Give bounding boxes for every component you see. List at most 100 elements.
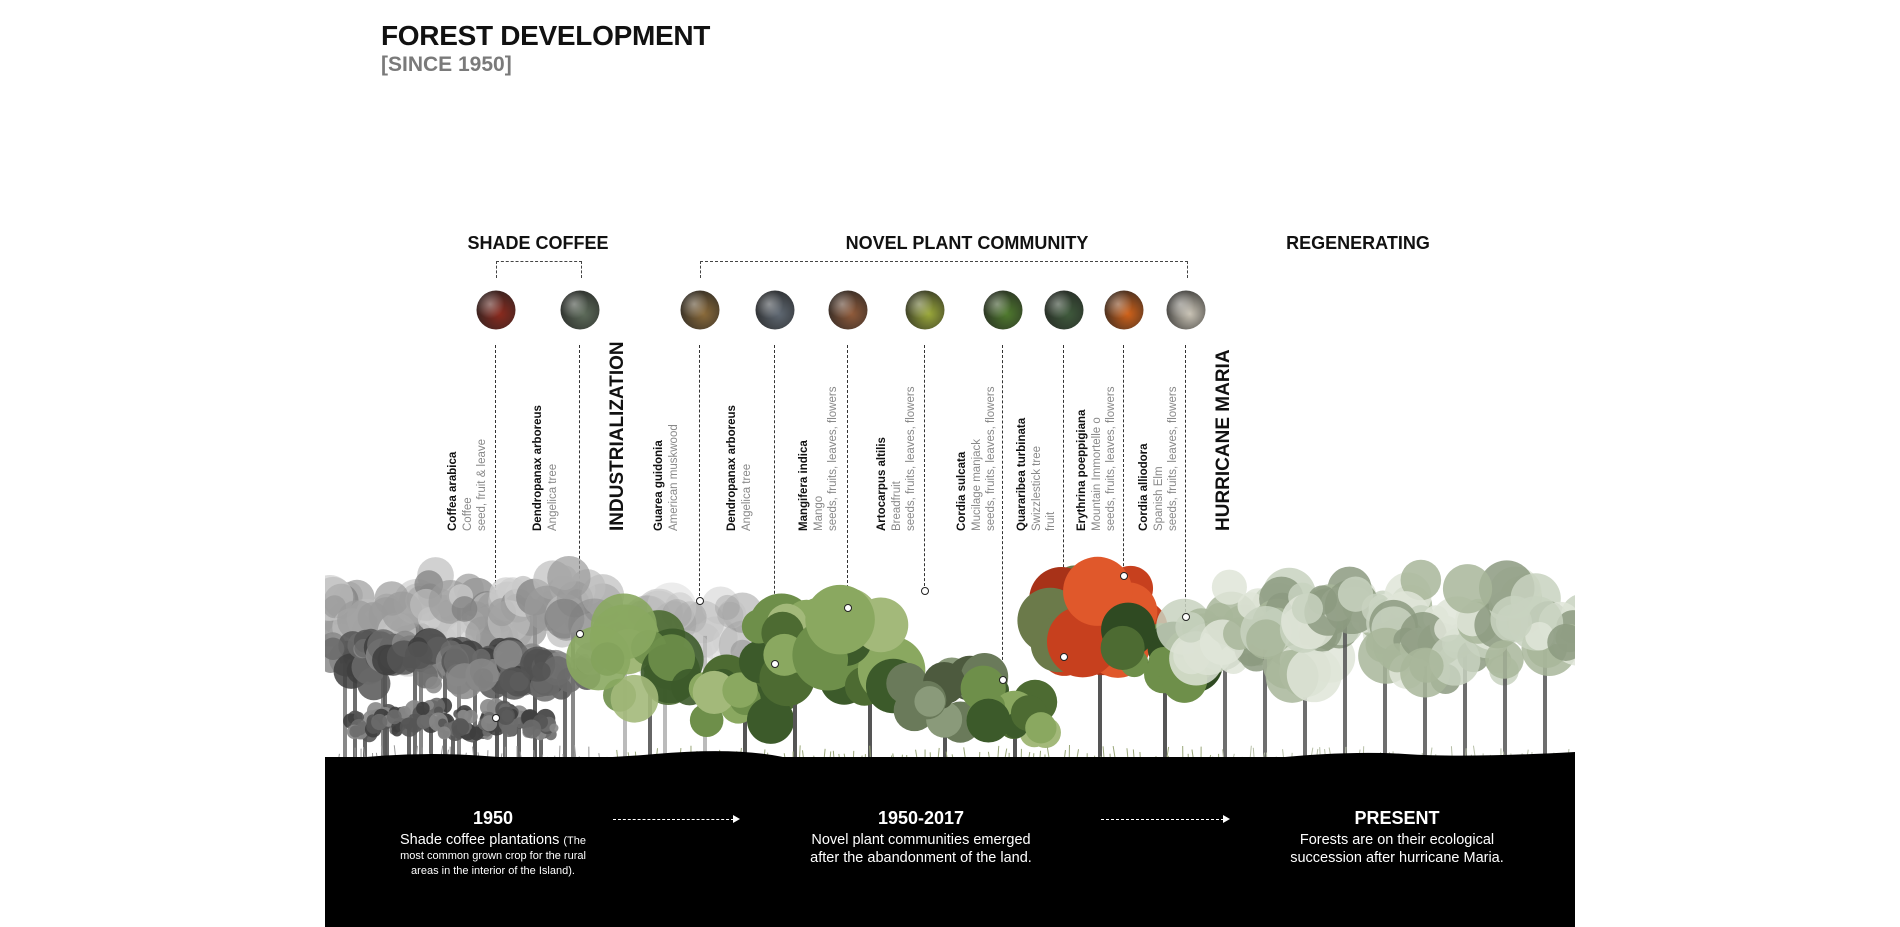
leader-line bbox=[1002, 345, 1004, 680]
leader-line bbox=[1185, 345, 1187, 617]
leader-line bbox=[924, 345, 926, 591]
timeline-arrow bbox=[1101, 815, 1230, 823]
novel-community-bracket bbox=[700, 261, 1188, 278]
species-name: Guarea guidonia bbox=[653, 440, 665, 531]
ground-profile bbox=[325, 751, 1575, 770]
species-photo-icon bbox=[680, 290, 720, 330]
species-use: seeds, fruits, leaves, flowers bbox=[1105, 386, 1117, 531]
group-heading-shade-coffee: SHADE COFFEE bbox=[467, 233, 609, 253]
leader-endpoint bbox=[1182, 613, 1190, 621]
ground-band bbox=[325, 757, 1575, 927]
page-title: FOREST DEVELOPMENT bbox=[381, 20, 711, 51]
period-note-a: (The bbox=[563, 835, 587, 847]
leader-endpoint bbox=[771, 660, 779, 668]
species-photo-icon bbox=[905, 290, 945, 330]
timeline-arrow bbox=[613, 815, 740, 823]
species-photo-icon bbox=[1044, 290, 1084, 330]
leader-line bbox=[495, 345, 497, 718]
leader-line bbox=[699, 345, 701, 601]
leader-line bbox=[847, 345, 849, 608]
species-photo-icon bbox=[1104, 290, 1144, 330]
leader-endpoint bbox=[696, 597, 704, 605]
species-photo-icon bbox=[1166, 290, 1206, 330]
leader-endpoint bbox=[576, 630, 584, 638]
period-desc-a: Novel plant communities emerged bbox=[811, 832, 1031, 848]
species-common: Swizzlestick tree bbox=[1030, 446, 1043, 531]
leader-line bbox=[1123, 345, 1125, 576]
guarea-tree bbox=[566, 593, 708, 770]
forest-illustration bbox=[325, 555, 1575, 771]
species-common: American muskwood bbox=[667, 424, 680, 531]
species-use: seeds, fruits, leaves, flowers bbox=[905, 386, 917, 531]
species-photo-icon bbox=[983, 290, 1023, 330]
period-desc-a: Forests are on their ecological bbox=[1299, 832, 1495, 848]
regenerating-tree bbox=[1485, 595, 1575, 770]
species-photo-icon bbox=[828, 290, 868, 330]
species-name: Mangifera indica bbox=[798, 440, 810, 531]
event-industrialization: INDUSTRIALIZATION bbox=[607, 341, 628, 531]
species-use: seeds, fruits, leaves, flowers bbox=[1167, 386, 1179, 531]
group-heading-novel-plant-community: NOVEL PLANT COMMUNITY bbox=[845, 233, 1089, 253]
species-use: seeds, fruits, leaves, flowers bbox=[985, 386, 997, 531]
leader-line bbox=[579, 345, 581, 634]
species-common: Breadfruit bbox=[890, 481, 903, 531]
period-1950: 1950 Shade coffee plantations (The most … bbox=[400, 808, 586, 879]
species-photo-icon bbox=[560, 290, 600, 330]
period-present: PRESENT Forests are on their ecological … bbox=[1290, 808, 1504, 867]
period-note-c: areas in the interior of the Island). bbox=[411, 865, 575, 877]
species-photo-icon bbox=[755, 290, 795, 330]
species-name: Cordia alliodora bbox=[1138, 443, 1150, 531]
period-1950-2017: 1950-2017 Novel plant communities emerge… bbox=[810, 808, 1032, 867]
quararibea-tree bbox=[960, 665, 1061, 770]
leader-line bbox=[774, 345, 776, 664]
period-desc-b: succession after hurricane Maria. bbox=[1290, 850, 1504, 866]
period-desc-b: after the abandonment of the land. bbox=[810, 850, 1032, 866]
species-name: Dendropanax arboreus bbox=[532, 405, 544, 531]
period-year: PRESENT bbox=[1354, 808, 1440, 828]
leader-endpoint bbox=[1120, 572, 1128, 580]
species-use: seeds, fruits, leaves, flowers bbox=[827, 386, 839, 531]
species-common: Mountain Immortelle o bbox=[1090, 417, 1103, 531]
species-name: Dendropanax arboreus bbox=[726, 405, 738, 531]
group-heading-regenerating: REGENERATING bbox=[1286, 233, 1430, 253]
period-year: 1950 bbox=[472, 808, 514, 828]
leader-endpoint bbox=[844, 604, 852, 612]
period-year: 1950-2017 bbox=[877, 808, 965, 828]
leader-endpoint bbox=[492, 714, 500, 722]
species-use: seed, fruit & leave bbox=[476, 438, 488, 531]
event-hurricane-maria: HURRICANE MARIA bbox=[1213, 349, 1234, 531]
species-name: Artocarpus altilis bbox=[876, 437, 888, 531]
species-use: fruit bbox=[1045, 511, 1057, 531]
species-common: Angelica tree bbox=[546, 463, 559, 531]
period-desc-main: Shade coffee plantations bbox=[399, 832, 560, 848]
species-name: Erythrina poeppigiana bbox=[1076, 409, 1088, 531]
species-common: Spanish Elm bbox=[1152, 466, 1165, 531]
leader-endpoint bbox=[1060, 653, 1068, 661]
species-common: Mango bbox=[812, 495, 825, 531]
shade-coffee-bracket bbox=[496, 261, 582, 278]
species-photo-icon bbox=[476, 290, 516, 330]
species-name: Quararibea turbinata bbox=[1016, 417, 1028, 531]
coffee-shrub bbox=[520, 708, 559, 770]
species-common: Angelica tree bbox=[740, 463, 753, 531]
period-note-b: most common grown crop for the rural bbox=[400, 850, 586, 862]
species-name: Coffea arabica bbox=[447, 451, 459, 531]
page-subtitle: [SINCE 1950] bbox=[381, 53, 512, 76]
species-name: Cordia sulcata bbox=[956, 451, 968, 531]
leader-endpoint bbox=[921, 587, 929, 595]
leader-endpoint bbox=[999, 676, 1007, 684]
period-description: Shade coffee plantations (The bbox=[400, 831, 586, 849]
species-common: Coffee bbox=[461, 497, 474, 531]
species-common: Mucilage manjack bbox=[970, 438, 983, 531]
leader-line bbox=[1063, 345, 1065, 657]
